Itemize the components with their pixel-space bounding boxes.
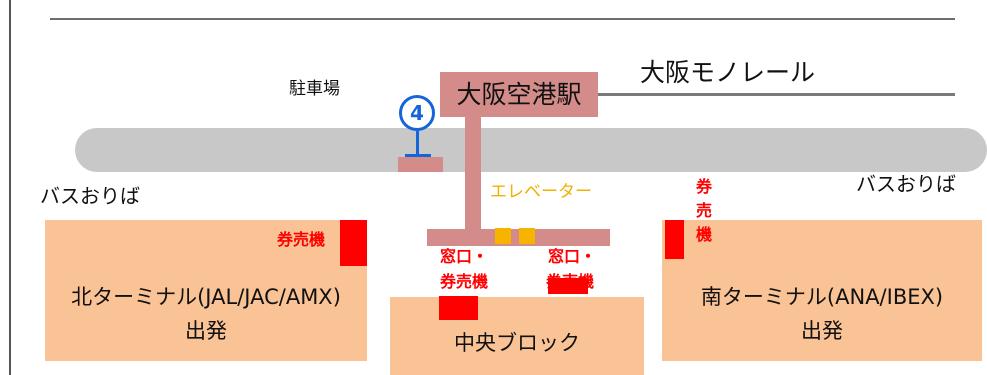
bus-stop-pole-foot — [405, 154, 431, 157]
north-terminal-name: 北ターミナル(JAL/JAC/AMX) — [71, 285, 341, 309]
bus-stop-pole — [416, 131, 419, 156]
station-walkway — [427, 229, 610, 246]
bus-drop-label-right: バスおりば — [856, 172, 956, 196]
elevator-marker-1 — [495, 228, 511, 244]
bus-stop-number: 4 — [410, 101, 424, 125]
south-terminal-block — [662, 220, 982, 361]
ticket-machine-south-marker — [665, 220, 684, 259]
ticket-machine-south-label: 券 売 機 — [693, 175, 715, 247]
central-block-label: 中央ブロック — [454, 331, 580, 355]
window-ticket-marker-left — [439, 296, 478, 320]
upper-road-line — [50, 18, 955, 20]
central-block — [390, 297, 644, 375]
ticket-machine-south-char-3: 機 — [695, 225, 712, 244]
parking-label: 駐車場 — [289, 79, 340, 99]
window-label-left: 窓口・ — [440, 247, 489, 266]
south-terminal-departure: 出発 — [801, 319, 843, 343]
ticket-machine-south-char-2: 売 — [695, 201, 712, 220]
station-box — [440, 72, 598, 117]
monorail-track-line — [590, 93, 955, 96]
ticket-machine-south-char-1: 券 — [695, 177, 712, 196]
window-ticket-label-left: 券売機 — [440, 272, 489, 291]
window-label-right: 窓口・ — [548, 247, 597, 266]
bus-stop-number-icon: 4 — [399, 95, 435, 131]
window-ticket-label-right: 券売機 — [546, 272, 595, 291]
bus-stop-platform — [398, 157, 443, 172]
north-terminal-block — [45, 220, 367, 361]
ticket-machine-north-marker — [340, 220, 367, 266]
elevator-marker-2 — [519, 228, 535, 244]
south-terminal-name: 南ターミナル(ANA/IBEX) — [700, 285, 944, 309]
station-name: 大阪空港駅 — [456, 80, 582, 109]
window-ticket-marker-right — [548, 278, 588, 294]
north-terminal-departure: 出発 — [185, 319, 227, 343]
elevator-label: エレベーター — [490, 182, 592, 202]
station-pillar — [465, 116, 481, 232]
map-border-line — [9, 0, 11, 375]
ticket-machine-north-label: 券売機 — [277, 230, 326, 249]
monorail-label: 大阪モノレール — [640, 58, 816, 87]
bus-road — [75, 128, 987, 172]
bus-drop-label-left: バスおりば — [40, 184, 140, 208]
